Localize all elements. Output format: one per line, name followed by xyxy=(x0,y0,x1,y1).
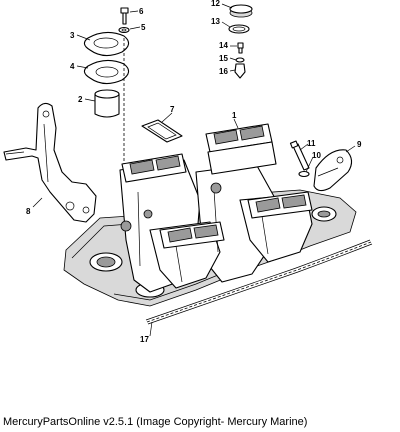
washer-part-10 xyxy=(298,170,310,178)
callout-1: 1 xyxy=(232,111,237,120)
image-caption: MercuryPartsOnline v2.5.1 (Image Copyrig… xyxy=(3,416,308,428)
callout-6: 6 xyxy=(139,7,144,16)
callout-5: 5 xyxy=(141,23,146,32)
callout-14: 14 xyxy=(219,41,228,50)
bolt-part-14 xyxy=(237,42,244,54)
cover-plate-part-3 xyxy=(83,31,130,57)
callout-2: 2 xyxy=(78,95,83,104)
bracket-part-8 xyxy=(3,102,97,223)
callout-3: 3 xyxy=(70,31,75,40)
plug-part-12 xyxy=(229,4,253,18)
gasket-part-7 xyxy=(141,119,183,143)
bracket-part-9 xyxy=(313,149,353,192)
bolt-part-11 xyxy=(289,140,310,171)
callout-8: 8 xyxy=(26,207,31,216)
throttle-openings-part-1 xyxy=(121,123,313,249)
exploded-parts-diagram: 1 2 3 4 5 6 7 8 9 10 11 12 13 14 15 16 1… xyxy=(3,0,373,344)
gasket-part-4 xyxy=(83,59,130,85)
leader-lines xyxy=(32,3,356,337)
fitting-part-16 xyxy=(234,63,246,79)
callout-4: 4 xyxy=(70,62,75,71)
callout-9: 9 xyxy=(357,140,362,149)
callout-11: 11 xyxy=(307,139,316,148)
gasket-part-17 xyxy=(145,239,373,325)
callout-labels: 1 2 3 4 5 6 7 8 9 10 11 12 13 14 15 16 1… xyxy=(26,0,362,344)
callout-7: 7 xyxy=(170,105,175,114)
callout-13: 13 xyxy=(211,17,220,26)
callout-12: 12 xyxy=(211,0,220,8)
callout-10: 10 xyxy=(312,151,321,160)
callout-16: 16 xyxy=(219,67,228,76)
callout-15: 15 xyxy=(219,54,228,63)
bolt-part-6 xyxy=(120,7,129,25)
washer-part-15 xyxy=(235,57,245,63)
sleeve-part-2 xyxy=(94,89,120,118)
o-ring-part-13 xyxy=(228,24,250,34)
washer-part-5 xyxy=(118,26,130,34)
callout-17: 17 xyxy=(140,335,149,344)
